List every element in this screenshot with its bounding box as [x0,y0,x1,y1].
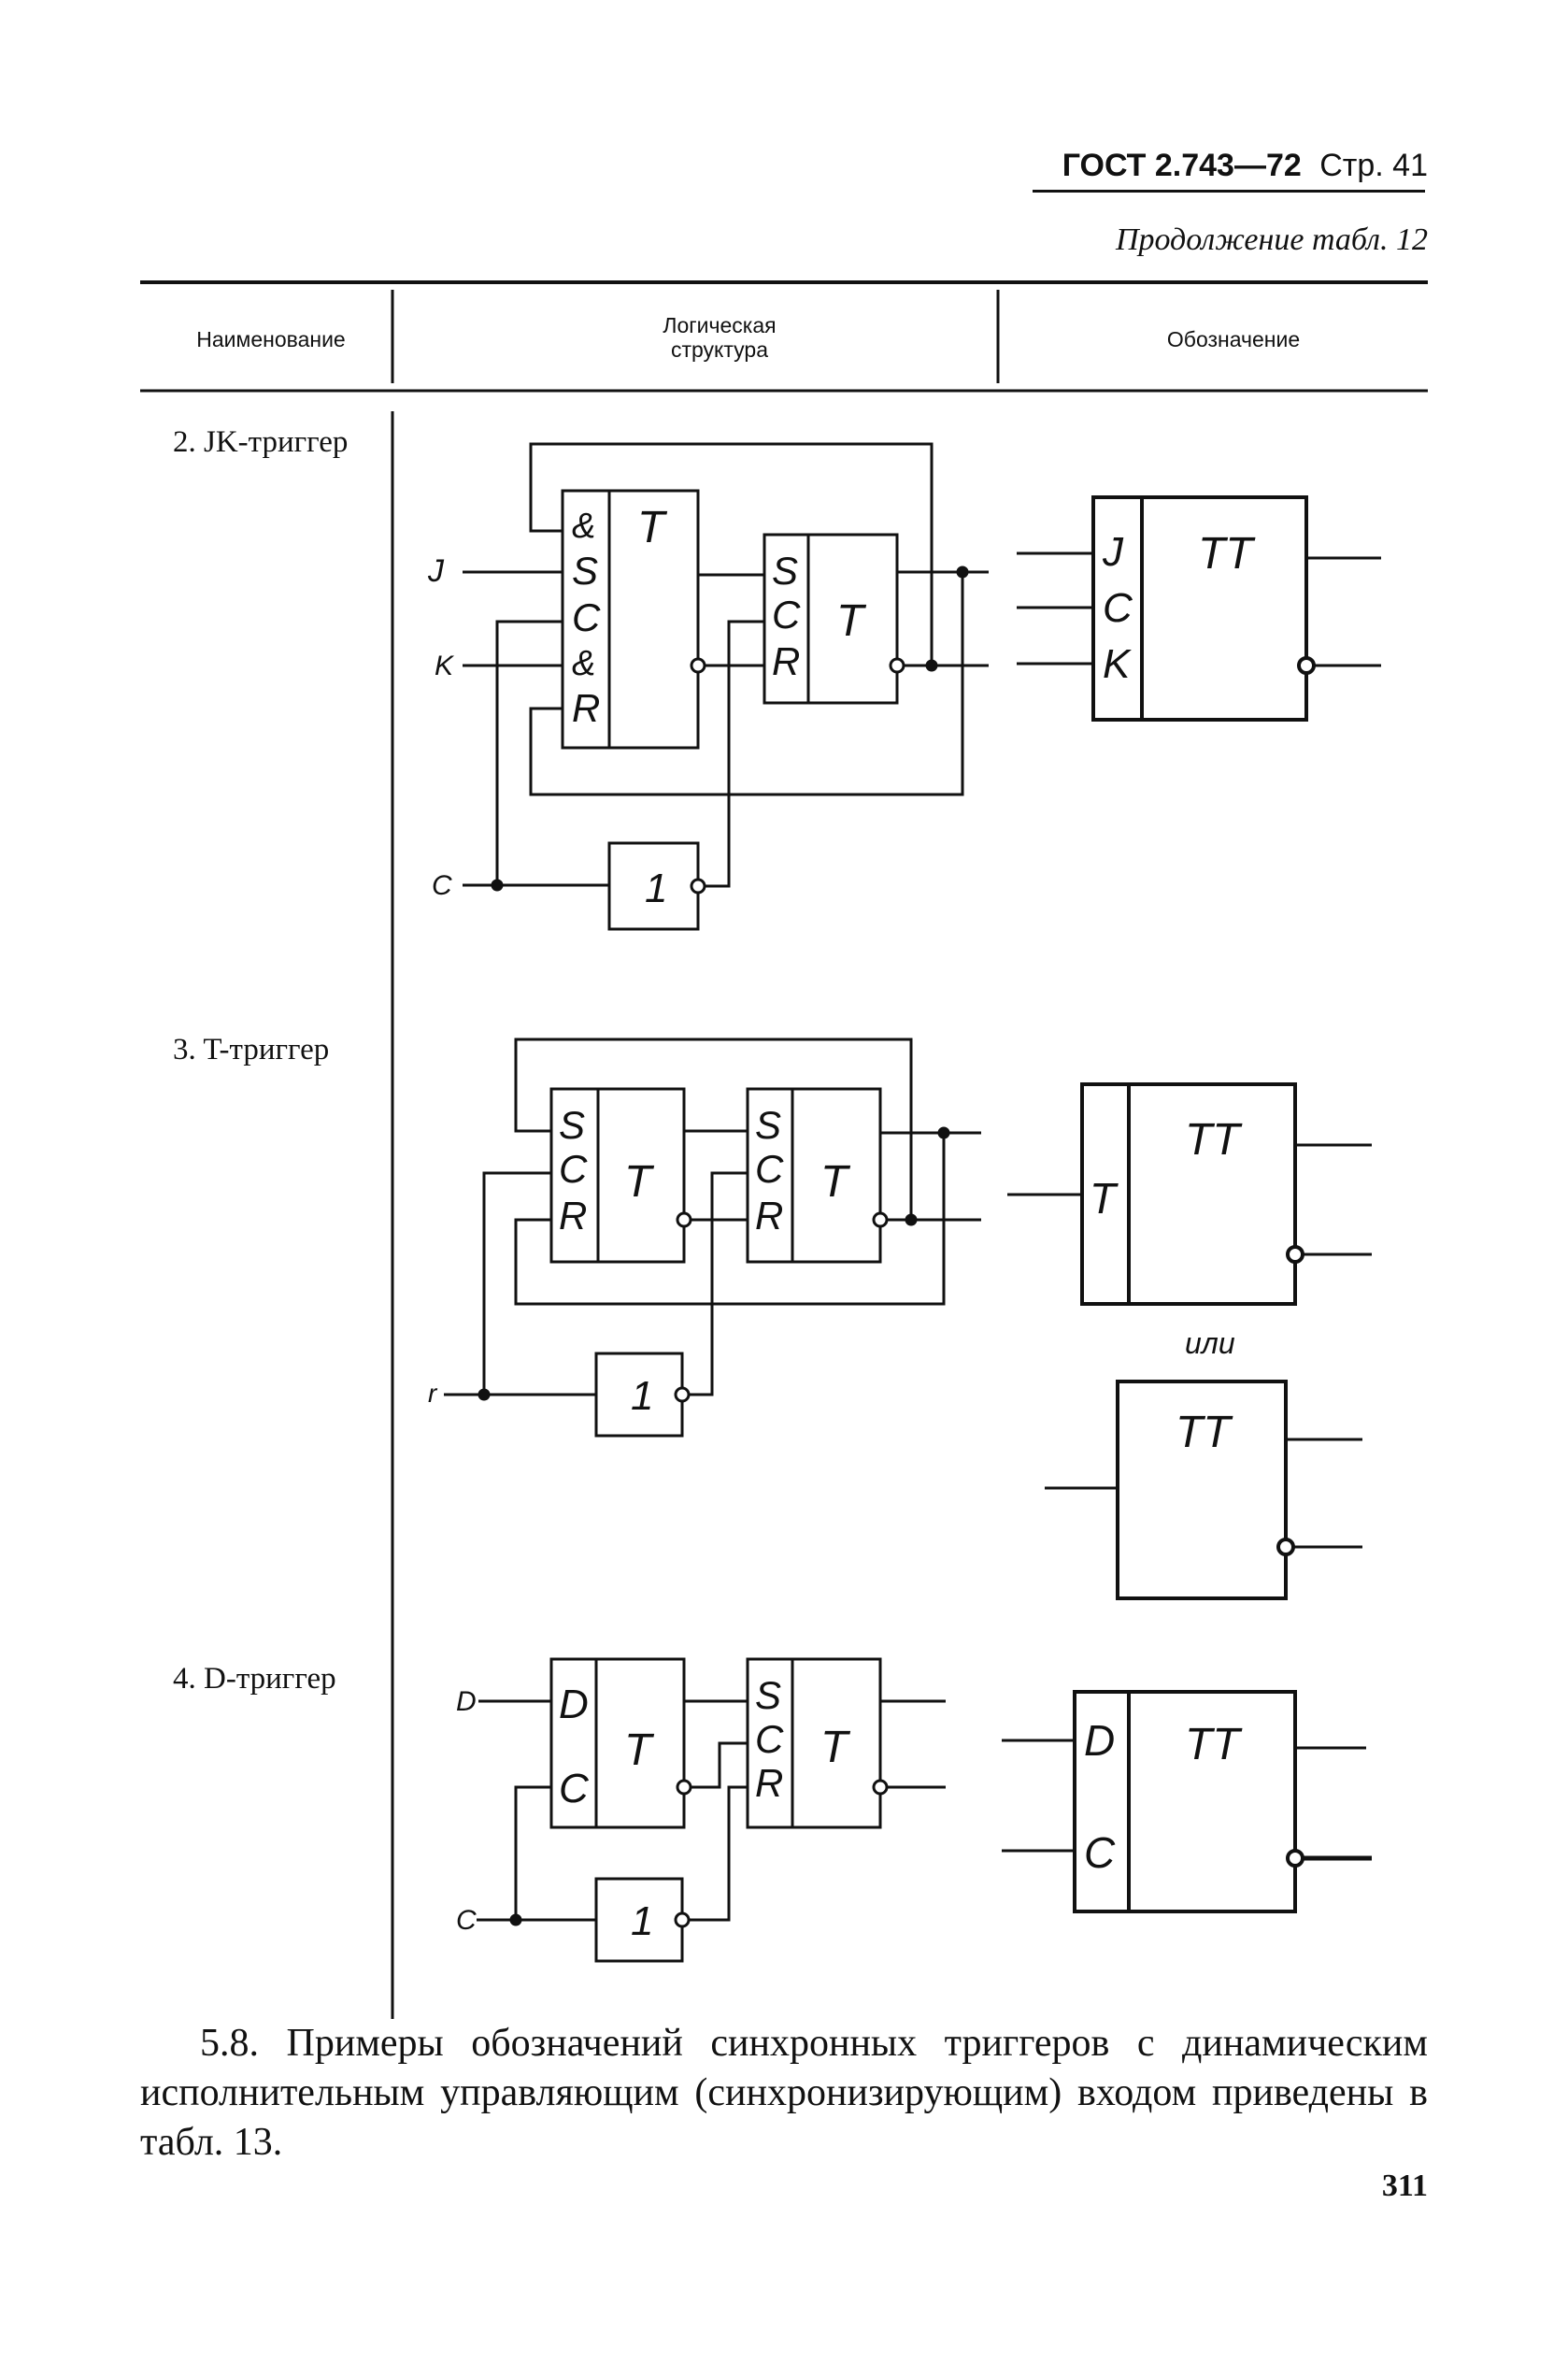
jk-b1-label-0: & [572,507,595,546]
jk-b2-label-1: C [772,593,801,637]
table-continuation: Продолжение табл. 12 [1115,222,1428,257]
jk-symbol [1017,495,1381,722]
jk-b1-label-2: C [572,595,601,639]
d-b2-label-0: S [755,1673,781,1717]
d-sym-func: TT [1185,1720,1243,1769]
t-sym1-func: TT [1185,1115,1243,1165]
jk-b2-func: T [836,596,867,646]
jk-sym-func: TT [1198,529,1256,579]
jk-input-j: J [427,553,445,589]
standard-number: ГОСТ 2.743—72 [1062,148,1302,183]
t-sym2-func: TT [1176,1408,1233,1457]
d-input-d: D [456,1686,477,1717]
d-sym-in-1: C [1084,1828,1116,1877]
jk-inverter: 1 [645,866,667,911]
t-b1-func: T [624,1157,655,1207]
t-b2-label-0: S [755,1103,781,1147]
d-inverter: 1 [631,1898,653,1944]
running-header: ГОСТ 2.743—72 Стр. 41 [1062,148,1428,184]
t-b2-label-1: C [755,1147,784,1191]
jk-input-k: K [435,651,455,681]
t-b2-func: T [820,1157,851,1207]
t-sym1-input: T [1090,1174,1119,1223]
t-b1-label-1: C [559,1147,588,1191]
d-b2-label-1: C [755,1717,784,1761]
t-inverter: 1 [631,1373,653,1419]
row-name-d: 4. D-триггер [173,1662,336,1696]
row-name-jk: 2. JK-триггер [173,425,349,459]
body-paragraph: 5.8. Примеры обозначений синхронных триг… [140,2022,1428,2164]
t-symbol-2 [1045,1380,1362,1600]
table-rules [140,280,1428,2019]
jk-b1-label-1: S [572,549,598,593]
d-input-c: C [456,1905,477,1936]
header-rule [1033,190,1425,193]
t-b1-label-2: R [559,1194,587,1238]
t-b1-label-0: S [559,1103,585,1147]
page-number: 311 [1381,2169,1428,2203]
jk-sym-in-1: C [1103,585,1133,631]
jk-structure [463,442,989,931]
row-name-t: 3. T-триггер [173,1033,330,1066]
d-sym-in-0: D [1084,1716,1115,1765]
jk-b1-label-4: R [572,686,600,730]
jk-b1-label-3: & [572,644,595,683]
page-label: Стр. 41 [1319,148,1428,183]
jk-b2-label-0: S [772,549,798,593]
d-b1-label-1: C [559,1766,590,1811]
d-b2-func: T [820,1723,851,1772]
d-symbol [1002,1690,1372,1913]
d-structure [477,1657,946,1963]
d-b1-label-0: D [559,1682,589,1727]
jk-sym-in-2: K [1103,641,1132,687]
d-b2-label-2: R [755,1761,783,1805]
t-structure [444,1038,981,1438]
column-header-symbol: Обозначение [1166,327,1301,351]
jk-b2-label-2: R [772,639,800,683]
t-or-text: или [1185,1326,1235,1360]
column-header-name: Наименование [196,327,346,351]
t-b2-label-2: R [755,1194,783,1238]
d-b1-func: T [624,1725,655,1775]
jk-b1-func: T [637,503,668,552]
t-symbol-1 [1007,1082,1372,1306]
jk-input-c: C [432,870,452,901]
jk-sym-in-0: J [1102,529,1124,575]
column-header-structure: Логическая структура [663,313,777,362]
t-input-r: r [428,1379,438,1408]
